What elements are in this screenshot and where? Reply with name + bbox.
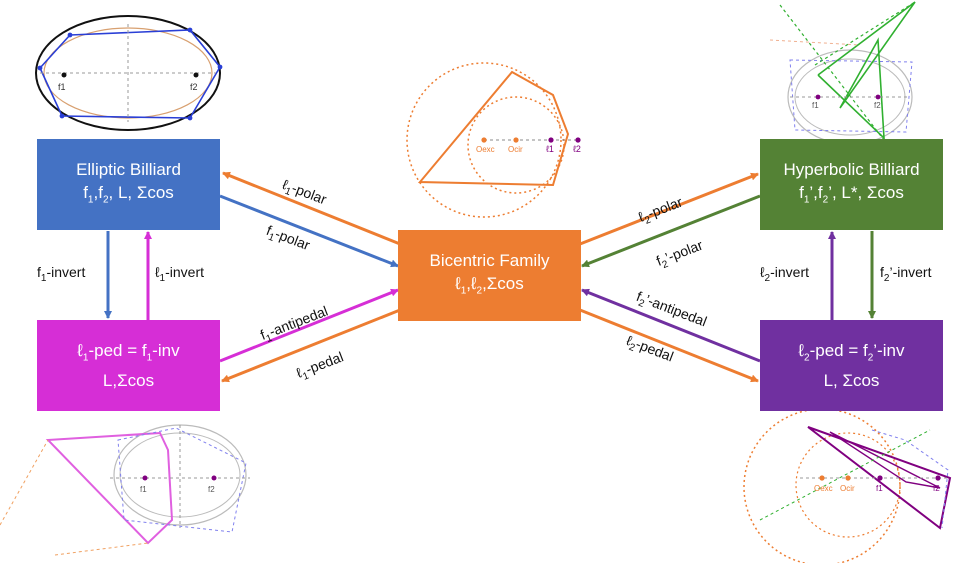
tr-f1-label: f1 — [812, 101, 819, 110]
tl-f1-label: f1 — [58, 82, 66, 92]
br-f2-label: f2 — [933, 484, 940, 493]
tc-ocir-label: Ocir — [508, 145, 523, 154]
elliptic-sub: f1,f2, L, Σcos — [83, 182, 174, 206]
thumbnail-l1-pedal: f1 f2 — [0, 424, 250, 556]
tr-f2-label: f2 — [874, 101, 881, 110]
ped2-sub: L, Σcos — [823, 371, 880, 391]
ped1-sub: L,Σcos — [102, 371, 155, 391]
thumbnail-elliptic-billiard: f1 f2 — [35, 15, 223, 131]
arrow-l2-polar — [579, 172, 759, 246]
label-f2p-invert: f2’-invert — [880, 264, 932, 284]
hyperbolic-sub: f1’,f2’, L*, Σcos — [799, 182, 904, 206]
thumbnail-bicentric-family: Oexc Ocir ℓ1 ℓ2 — [406, 62, 581, 218]
bicentric-title: Bicentric Family — [429, 250, 550, 270]
arrows — [104, 171, 876, 383]
tc-l1-label: ℓ1 — [546, 144, 554, 154]
arrow-l1-pedal — [221, 308, 401, 383]
br-oexc-label: Oexc — [814, 484, 833, 493]
bl-f2-label: f2 — [208, 485, 215, 494]
arrow-l2-pedal — [579, 308, 759, 383]
label-f1-invert: f1-invert — [37, 264, 86, 284]
arrow-l1-polar — [222, 171, 401, 246]
br-ocir-label: Ocir — [840, 484, 855, 493]
bicentric-sub: ℓ1,ℓ2,Σcos — [455, 273, 524, 297]
node-bicentric-family: Bicentric Family ℓ1,ℓ2,Σcos — [398, 230, 581, 321]
label-l2-invert: ℓ2-invert — [760, 264, 809, 284]
arrow-f2p-polar — [581, 194, 761, 268]
label-l1-invert: ℓ1-invert — [155, 264, 204, 284]
hyperbolic-title: Hyperbolic Billiard — [783, 159, 920, 179]
tc-oexc-label: Oexc — [476, 145, 495, 154]
thumbnail-l2-pedal: Oexc Ocir f1 f2 — [743, 408, 952, 563]
ped1-title: ℓ1-ped = f1-inv — [77, 340, 180, 364]
node-l2-pedal: ℓ2-ped = f2’-inv L, Σcos — [760, 320, 943, 411]
node-elliptic-billiard: Elliptic Billiard f1,f2, L, Σcos — [37, 139, 220, 230]
thumbnail-hyperbolic-billiard: f1 f2 — [769, 1, 916, 145]
arrow-f1-polar — [219, 194, 399, 268]
tc-l2-label: ℓ2 — [573, 144, 581, 154]
tl-f2-label: f2 — [190, 82, 198, 92]
elliptic-title: Elliptic Billiard — [76, 159, 181, 179]
arrow-f1-antipedal — [219, 288, 399, 363]
node-l1-pedal: ℓ1-ped = f1-inv L,Σcos — [37, 320, 220, 411]
br-f1-label: f1 — [876, 484, 883, 493]
bl-f1-label: f1 — [140, 485, 147, 494]
ped2-title: ℓ2-ped = f2’-inv — [798, 340, 905, 364]
node-hyperbolic-billiard: Hyperbolic Billiard f1’,f2’, L*, Σcos — [760, 139, 943, 230]
arrow-f2p-antipedal — [581, 288, 761, 363]
